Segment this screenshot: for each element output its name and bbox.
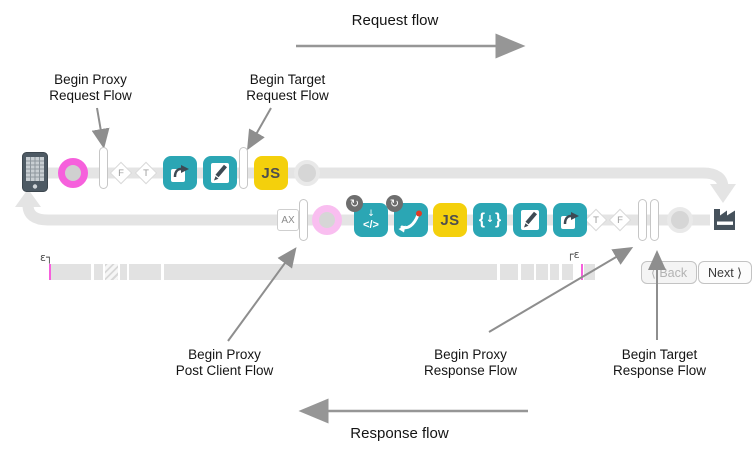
begin-proxy-request-arrow [91, 107, 110, 149]
rotate-icon: ↻ [389, 197, 400, 210]
javascript-policy-icon[interactable]: JS [433, 203, 467, 237]
callout-policy-icon[interactable] [163, 156, 197, 190]
timeline-segment[interactable] [94, 264, 103, 280]
label-line: Response Flow [612, 363, 707, 379]
iteration-badge-icon: ↻ [346, 195, 363, 212]
callout-policy-icon[interactable] [553, 203, 587, 237]
request-track-arrowhead [710, 184, 736, 203]
begin-proxy-request-flow-bar[interactable] [99, 147, 108, 189]
timeline-end-marker: ┌ε [567, 248, 580, 261]
timeline-segment[interactable] [550, 264, 559, 280]
proxy-request-start-circle[interactable] [58, 158, 88, 188]
edit-policy-icon[interactable] [203, 156, 237, 190]
timeline-tick [581, 264, 583, 280]
down-arrow-icon: ↓ [486, 213, 494, 225]
begin-proxy-request-label: Begin Proxy Request Flow [33, 72, 148, 104]
timeline-segment[interactable] [500, 264, 518, 280]
label-line: Begin Proxy [434, 347, 507, 362]
diamond-letter: T [593, 214, 599, 226]
begin-target-response-flow-bar[interactable] [650, 199, 659, 241]
back-button[interactable]: ⟨ Back [641, 261, 698, 284]
begin-target-request-flow-bar[interactable] [239, 147, 248, 189]
request-endpoint-circle[interactable] [294, 160, 320, 186]
js-label: JS [261, 164, 281, 182]
begin-target-request-label: Begin Target Request Flow [230, 72, 345, 104]
begin-proxy-response-flow-bar[interactable] [638, 199, 647, 241]
timeline-segment[interactable] [164, 264, 497, 280]
analytics-ax-box[interactable]: AX [277, 209, 299, 231]
timeline-segment[interactable] [584, 264, 595, 280]
label-line: Begin Target [621, 347, 698, 362]
condition-diamond-false[interactable]: F [108, 160, 134, 186]
post-client-start-circle[interactable] [312, 205, 342, 235]
begin-proxy-post-client-flow-bar[interactable] [299, 199, 308, 241]
braces-glyph: { ↓ } [479, 212, 501, 228]
timeline-segment[interactable] [536, 264, 548, 280]
client-phone-icon[interactable] [22, 152, 48, 197]
down-arrow-icon: ↓ [367, 208, 375, 219]
timeline-segment[interactable] [562, 264, 573, 280]
diamond-letter: F [617, 214, 623, 226]
ax-label: AX [281, 214, 295, 226]
begin-proxy-response-label: Begin Proxy Response Flow [398, 347, 543, 379]
begin-proxy-post-client-label: Begin Proxy Post Client Flow [152, 347, 297, 379]
timeline-segment[interactable] [521, 264, 534, 280]
diamond-letter: T [143, 167, 149, 179]
begin-target-request-arrow [247, 107, 272, 151]
response-flow-title: Response flow [350, 425, 449, 442]
request-flow-title: Request flow [351, 12, 439, 29]
timeline-tick [49, 264, 51, 280]
code-glyph: ↓ </> [363, 208, 379, 231]
service-callout-policy-icon[interactable]: ↻ [386, 195, 428, 237]
label-line: Request Flow [246, 88, 329, 104]
label-line: Request Flow [49, 88, 132, 104]
label-line: Begin Proxy [188, 347, 261, 362]
js-label: JS [440, 211, 460, 229]
begin-proxy-response-arrow [488, 246, 634, 333]
condition-diamond-true[interactable]: T [133, 160, 159, 186]
label-line: Post Client Flow [175, 363, 274, 379]
rotate-icon: ↻ [349, 197, 360, 210]
brace-close: } [494, 211, 502, 228]
iteration-badge-icon: ↻ [386, 195, 403, 212]
diamond-letter: F [118, 167, 124, 179]
timeline-segment[interactable] [51, 264, 91, 280]
target-factory-icon[interactable] [709, 202, 740, 238]
label-line: Begin Proxy [54, 72, 127, 87]
brace-open: { [478, 211, 486, 228]
timeline-segment[interactable] [120, 264, 127, 280]
edit-policy-icon[interactable] [513, 203, 547, 237]
timeline-start-marker: ε┐ [40, 251, 53, 264]
next-button[interactable]: Next ⟩ [698, 261, 753, 284]
timeline-segment[interactable] [129, 264, 161, 280]
javascript-policy-icon[interactable]: JS [254, 156, 288, 190]
code-text: </> [363, 218, 379, 231]
extract-variables-policy-icon[interactable]: ↻ ↓ </> [346, 195, 388, 237]
timeline-segment-hatched[interactable] [105, 264, 118, 280]
assign-message-policy-icon[interactable]: { ↓ } [473, 203, 507, 237]
begin-target-response-label: Begin Target Response Flow [587, 347, 732, 379]
condition-diamond-false[interactable]: F [607, 207, 633, 233]
label-line: Response Flow [423, 363, 518, 379]
response-endpoint-circle[interactable] [667, 207, 693, 233]
label-line: Begin Target [249, 72, 326, 87]
